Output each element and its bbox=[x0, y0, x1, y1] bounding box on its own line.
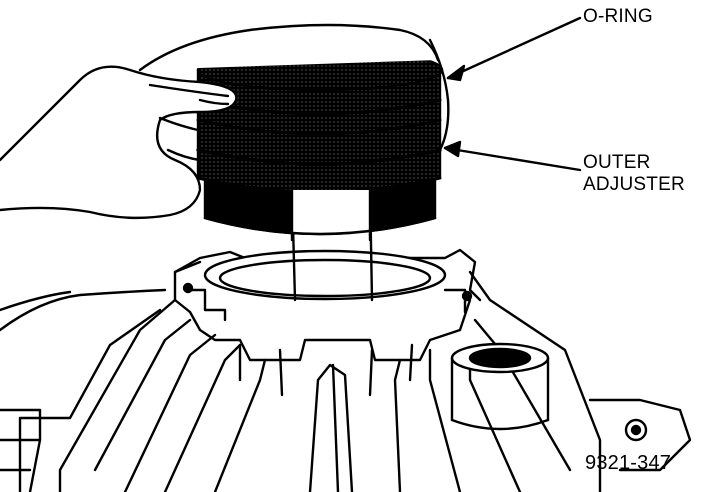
o-ring-label-text: O-RING bbox=[583, 6, 653, 27]
leader-o-ring bbox=[446, 16, 582, 80]
housing bbox=[0, 248, 692, 492]
hand bbox=[0, 23, 450, 332]
leader-lines bbox=[443, 16, 582, 172]
o-ring-label: O-RING bbox=[583, 6, 653, 28]
outer-adjuster-label: OUTER ADJUSTER bbox=[583, 152, 685, 196]
outer-adjuster-label-line2: ADJUSTER bbox=[583, 174, 685, 195]
arrowhead-outer-adjuster bbox=[443, 140, 462, 158]
arrowhead-o-ring bbox=[446, 64, 466, 82]
figure-number-text: 9321-347 bbox=[585, 452, 672, 474]
leader-outer-adjuster bbox=[443, 146, 582, 172]
outer-adjuster bbox=[196, 48, 444, 242]
outer-adjuster-label-line1: OUTER bbox=[583, 152, 651, 173]
figure-number: 9321-347 bbox=[585, 452, 671, 474]
